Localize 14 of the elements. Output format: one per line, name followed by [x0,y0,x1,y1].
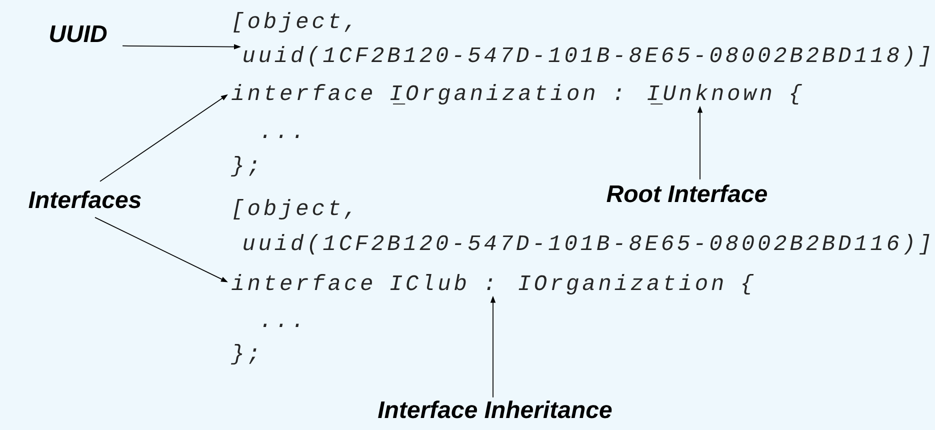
code-line: uuid(1CF2B120-547D-101B-8E65-08002B2BD116)] [244,234,930,255]
code-line: interface IOrganization : IUnknown { [232,84,802,105]
code-line: ... [263,324,299,327]
callout-label: Root Interface [606,184,767,202]
callout-label: Interface Inheritance [378,400,612,418]
code-line: [object, [234,199,351,220]
code-line: [object, [234,12,351,33]
code-line: uuid(1CF2B120-547D-101B-8E65-08002B2BD118)] [244,46,930,67]
code-line: ... [263,134,299,138]
code-line: }; [231,156,256,177]
code-line: }; [231,344,256,365]
callout-label: UUID [50,25,107,42]
code-line: interface IClub : IOrganization { [232,274,754,295]
callout-label: Interfaces [28,190,141,208]
